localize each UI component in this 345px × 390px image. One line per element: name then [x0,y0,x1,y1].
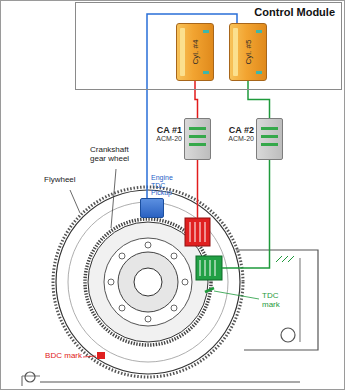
status-led [203,30,209,33]
cylinder-module: Cyl. #4 [176,23,214,81]
tdc-pickup: Engine TDC Pickup [140,198,164,218]
gear-hub-ring [104,238,192,326]
crankshaft-gear [85,219,211,345]
bdc-leader [83,356,96,357]
gear-bolt [171,253,177,259]
flywheel-rim [56,190,240,374]
bdc-mark-tick [97,352,105,359]
flywheel-web [68,202,228,362]
frame-bracket [236,250,318,350]
gear-bolt [119,253,125,259]
amplifier-terminal [261,135,278,138]
gear-bolt [119,305,125,311]
gear-bolt [182,279,188,285]
amplifier-terminal [189,143,206,146]
flywheel [53,187,243,377]
green-sensor-grille [200,260,215,276]
leader-lines [70,169,259,357]
sensor-cables [198,160,295,268]
sensors [97,218,222,359]
module-stripe [180,28,185,76]
module-label: Cyl. #5 [244,40,253,65]
mark-label: BDC mark [30,352,82,361]
tdc-mark-tick [205,288,214,292]
signal-cable [248,81,270,118]
gear-bolt [171,305,177,311]
cylinder-module: Cyl. #5 [229,23,267,81]
part-label: Crankshaft gear wheel [90,146,142,164]
tdc-leader [214,291,259,299]
amplifier-model: ACM-20 [156,135,182,143]
green-cable-hatch [276,256,294,262]
status-led [256,71,262,74]
module-label: Cyl. #4 [191,40,200,65]
gear-hub [118,252,178,312]
status-led [256,30,262,33]
amplifier-model: ACM-20 [228,135,254,143]
red-cable [197,160,199,218]
amplifier-box: CA #2ACM-20 [256,118,283,160]
amplifier-terminal [189,127,206,130]
gear-bolt [145,316,151,322]
signal-cable [195,81,198,118]
amplifier-terminal [261,127,278,130]
gear-leader [111,169,116,228]
frame-rib [299,258,300,342]
flywheel-leader [70,190,80,213]
amplifier-terminal [261,143,278,146]
part-label: Flywheel [44,176,88,185]
amplifier-box: CA #1ACM-20 [184,118,211,160]
amplifier-name: CA #2 [228,125,254,135]
amplifier-terminal [189,135,206,138]
mark-label: TDC mark [262,292,292,310]
flywheel-teeth [53,187,243,377]
green-sensor [196,256,222,280]
module-title: Control Module [254,6,335,18]
amplifier-name: CA #1 [156,125,182,135]
amplifier-caption: CA #1ACM-20 [156,125,182,143]
gear-bore [134,268,162,296]
red-sensor [185,218,210,246]
gear-bolt [108,279,114,285]
red-sensor-grille [190,222,205,242]
amplifier-caption: CA #2ACM-20 [228,125,254,143]
control-module: Control ModuleCyl. #4 Cyl. #5 [75,2,342,90]
signal-cable [147,14,237,198]
base-line [40,381,300,382]
gear-body [88,222,208,342]
gear-teeth [85,219,211,345]
status-led [203,71,209,74]
gear-bolt [145,242,151,248]
gear-bolts [108,242,188,322]
green-cable [222,160,270,268]
pickup-label: Engine TDC Pickup [151,174,185,197]
module-stripe [233,28,238,76]
base-bolt [25,372,35,382]
frame-bolt [281,328,295,342]
